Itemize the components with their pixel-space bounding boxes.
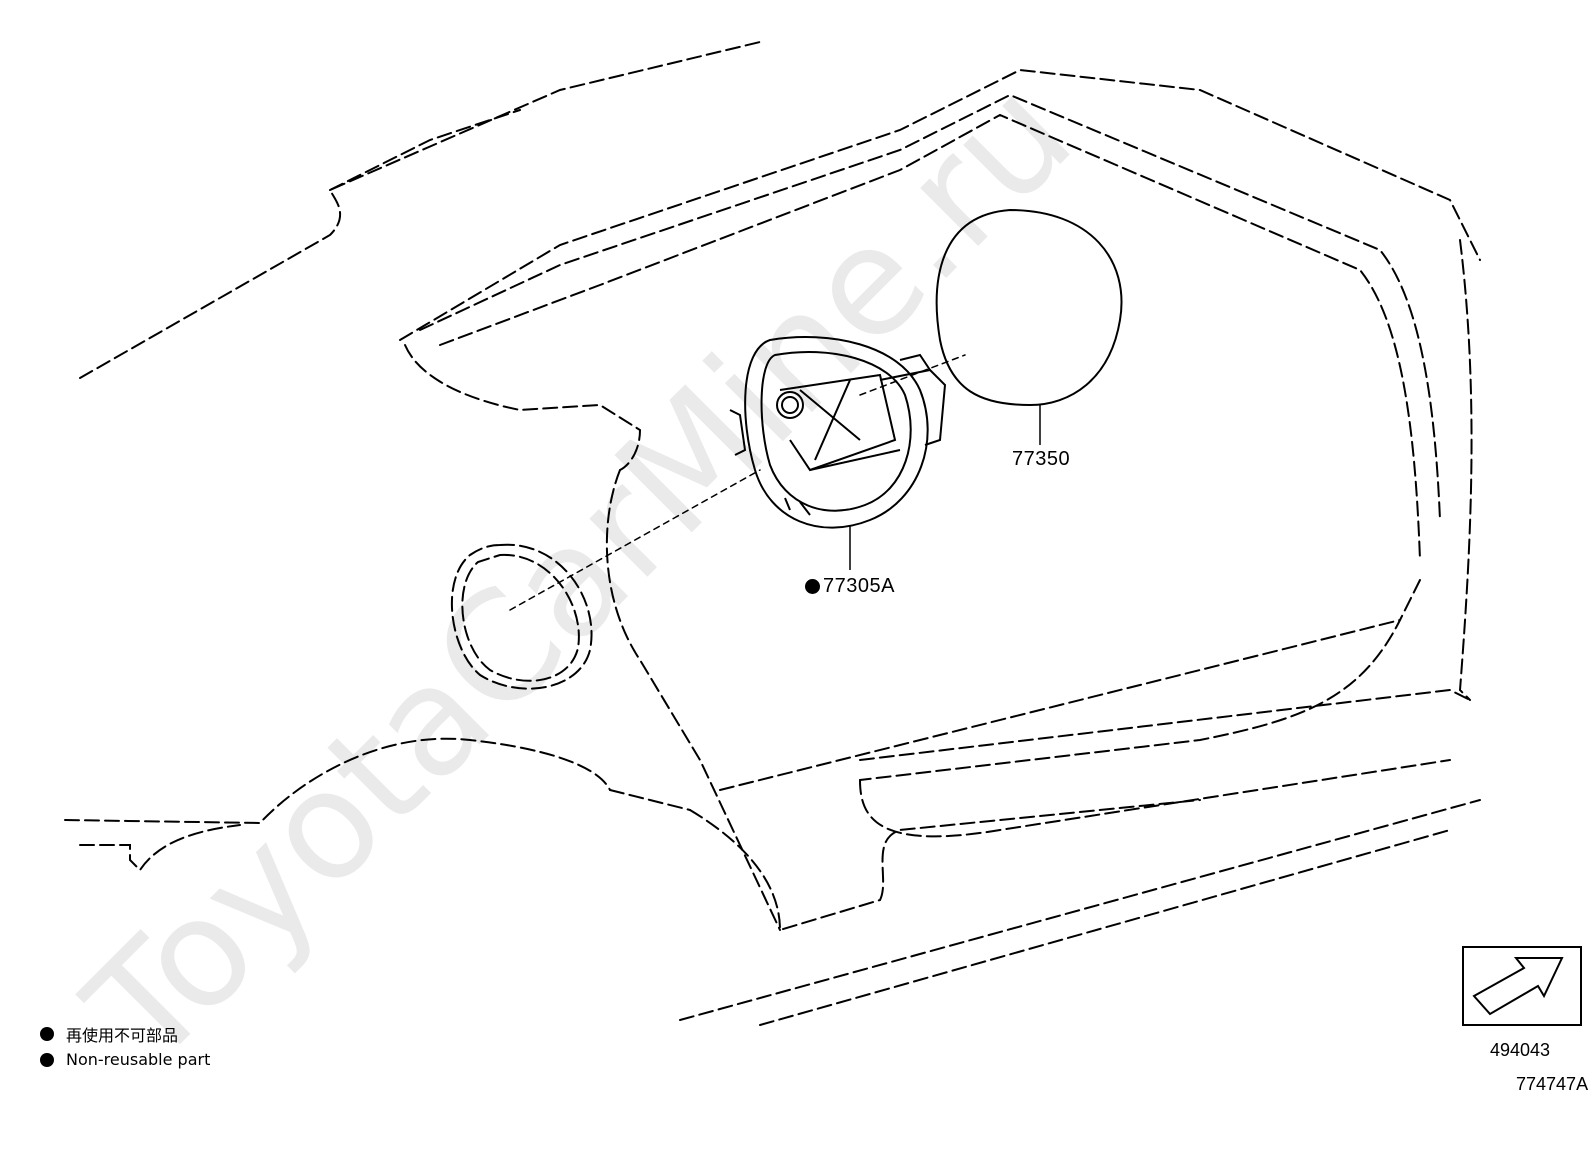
quarter-panel-top [419, 93, 1441, 521]
arrow-icon [1472, 957, 1564, 1016]
parts-diagram [64, 41, 1481, 1026]
fuel-lid-housing [729, 336, 947, 529]
callout-77305A-label: 77305A [823, 575, 895, 597]
window-inner [404, 344, 642, 471]
filled-circle-icon [805, 579, 820, 594]
bumper-line [859, 759, 1451, 838]
leader-dashed-1 [509, 469, 761, 611]
lower-body [719, 619, 1401, 791]
bumper-lower [689, 799, 1201, 932]
view-direction-box [1462, 946, 1582, 1026]
callout-77305A: 77305A [805, 575, 895, 598]
legend-label-english: Non-reusable part [66, 1050, 211, 1069]
roof-line [79, 41, 761, 379]
legend-item-english: Non-reusable part [40, 1050, 210, 1069]
filled-circle-icon [40, 1027, 54, 1041]
rear-edge [1458, 239, 1473, 701]
pillar-line [605, 469, 781, 931]
fuel-lid-opening-inner [461, 553, 580, 682]
wheel-arch-inner [79, 824, 241, 872]
quarter-panel-line [439, 113, 1421, 561]
fuel-lid-opening [450, 543, 593, 690]
lower-body-2 [859, 688, 1471, 761]
fuel-lid-part [935, 208, 1123, 407]
sill-bottom [759, 829, 1451, 1026]
wheel-arch [64, 737, 611, 825]
callout-77350: 77350 [1012, 448, 1071, 470]
rear-fender [859, 579, 1421, 781]
window-outer [399, 68, 1481, 341]
roof-trim [329, 109, 521, 191]
view-reference-number: 494043 [1490, 1040, 1551, 1060]
legend-label-japanese: 再使用不可部品 [66, 1026, 179, 1045]
legend-item-japanese: 再使用不可部品 [40, 1022, 178, 1046]
rocker-line [609, 789, 691, 811]
illustration-id: 774747A [1516, 1074, 1589, 1094]
sill-top [679, 799, 1481, 1021]
filled-circle-icon [40, 1052, 54, 1067]
